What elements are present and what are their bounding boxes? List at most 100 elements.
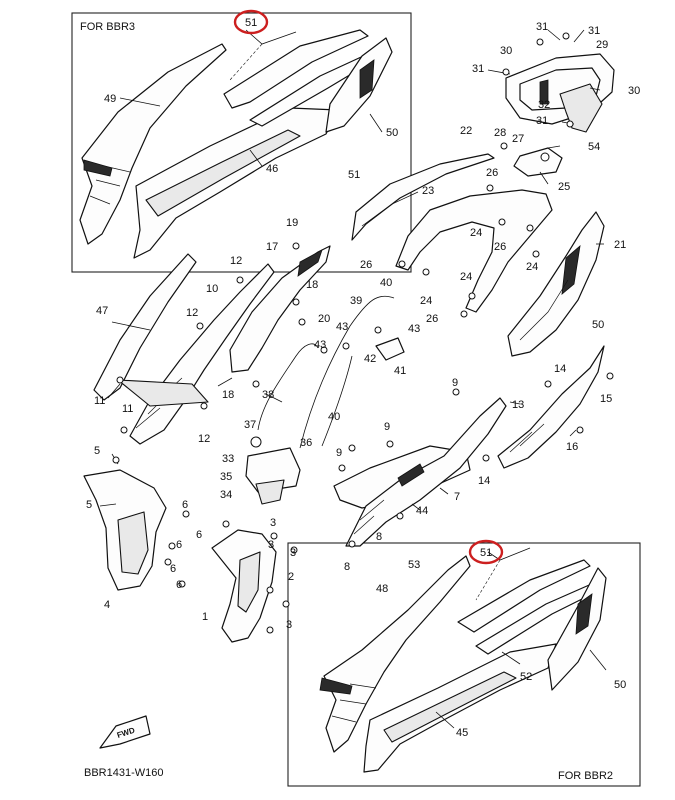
label-4: 4 <box>104 599 110 611</box>
label-45: 45 <box>456 727 468 739</box>
label-20: 20 <box>318 313 330 325</box>
panel-21 <box>507 211 605 357</box>
box-33-34 <box>245 436 301 505</box>
label-24: 24 <box>526 261 538 273</box>
label-36: 36 <box>300 437 312 449</box>
label-2: 2 <box>288 571 294 583</box>
label-14: 14 <box>478 475 490 487</box>
label-46: 46 <box>266 163 278 175</box>
label-51: 51 <box>480 547 492 559</box>
label-41: 41 <box>394 365 406 377</box>
label-48: 48 <box>376 583 388 595</box>
label-18: 18 <box>306 279 318 291</box>
label-31: 31 <box>536 21 548 33</box>
label-26: 26 <box>494 241 506 253</box>
bbr3-side-cover-46 <box>133 107 339 259</box>
label-52: 52 <box>520 671 532 683</box>
label-11: 11 <box>94 395 105 407</box>
label-43: 43 <box>336 321 348 333</box>
label-22: 22 <box>460 125 472 137</box>
label-34: 34 <box>220 489 232 501</box>
label-16: 16 <box>566 441 578 453</box>
label-40: 40 <box>328 411 340 423</box>
label-29: 29 <box>596 39 608 51</box>
label-23: 23 <box>422 185 434 197</box>
label-30: 30 <box>628 85 640 97</box>
fwd-arrow-icon: FWD <box>99 715 151 749</box>
part-labels: 51 49 50 46 31 31 29 30 31 30 32 31 54 2… <box>86 17 640 739</box>
label-24: 24 <box>420 295 432 307</box>
highlight-circle-51-bottom <box>468 539 504 565</box>
label-9: 9 <box>384 421 390 433</box>
label-47: 47 <box>96 305 108 317</box>
label-26: 26 <box>426 313 438 325</box>
label-14: 14 <box>554 363 566 375</box>
label-1: 1 <box>202 611 208 623</box>
panel-47 <box>93 253 197 401</box>
cable-assemblies <box>257 295 405 449</box>
label-40: 40 <box>380 277 392 289</box>
label-6: 6 <box>196 529 202 541</box>
label-6: 6 <box>176 579 182 591</box>
label-17: 17 <box>266 241 278 253</box>
part-4 <box>83 469 167 591</box>
label-8: 8 <box>376 531 382 543</box>
label-5: 5 <box>86 499 92 511</box>
label-24: 24 <box>460 271 472 283</box>
label-38: 38 <box>262 389 274 401</box>
label-6: 6 <box>176 539 182 551</box>
label-7: 7 <box>454 491 460 503</box>
leader-lines <box>99 29 604 511</box>
box-for-bbr2 <box>287 542 641 787</box>
label-9: 9 <box>336 447 342 459</box>
label-15: 15 <box>600 393 612 405</box>
label-37: 37 <box>244 419 256 431</box>
box-label-bbr2: FOR BBR2 <box>558 770 613 782</box>
part-1 <box>211 529 277 643</box>
label-10: 10 <box>206 283 218 295</box>
label-3: 3 <box>286 619 292 631</box>
label-27: 27 <box>512 133 524 145</box>
panel-17 <box>229 245 331 373</box>
label-31: 31 <box>588 25 600 37</box>
label-26: 26 <box>360 259 372 271</box>
label-9: 9 <box>452 377 458 389</box>
label-39: 39 <box>350 295 362 307</box>
label-50: 50 <box>614 679 626 691</box>
bbr2-leader-lines <box>435 547 607 729</box>
highlight-circle-51-top <box>233 9 269 35</box>
label-12: 12 <box>186 307 198 319</box>
label-13: 13 <box>512 399 524 411</box>
label-49: 49 <box>104 93 116 105</box>
label-31: 31 <box>472 63 484 75</box>
label-21: 21 <box>614 239 626 251</box>
label-43: 43 <box>314 339 326 351</box>
label-50: 50 <box>386 127 398 139</box>
bbr3-leader-lines <box>119 29 383 167</box>
bbr2-side-cover-45 <box>363 643 557 773</box>
bracket-assembly-29 <box>505 53 615 133</box>
label-33: 33 <box>222 453 234 465</box>
label-12: 12 <box>230 255 242 267</box>
panel-7-44 <box>333 397 507 547</box>
label-6: 6 <box>170 563 176 575</box>
label-8: 8 <box>344 561 350 573</box>
label-3: 3 <box>290 547 296 559</box>
bbr3-side-stripe <box>223 29 393 133</box>
label-11: 11 <box>122 403 133 415</box>
label-18: 18 <box>222 389 234 401</box>
panel-13-16 <box>497 345 605 469</box>
label-3: 3 <box>268 539 274 551</box>
label-5: 5 <box>94 445 100 457</box>
label-31: 31 <box>536 115 548 127</box>
panel-10 <box>117 263 275 445</box>
label-54: 54 <box>588 141 600 153</box>
bbr2-stripe-52-53 <box>457 559 607 691</box>
label-32: 32 <box>538 99 550 111</box>
diagram-code: BBR1431-W160 <box>84 767 164 779</box>
bbr3-side-cover-49 <box>79 43 227 245</box>
box-label-bbr3: FOR BBR3 <box>80 21 135 33</box>
label-44: 44 <box>416 505 428 517</box>
